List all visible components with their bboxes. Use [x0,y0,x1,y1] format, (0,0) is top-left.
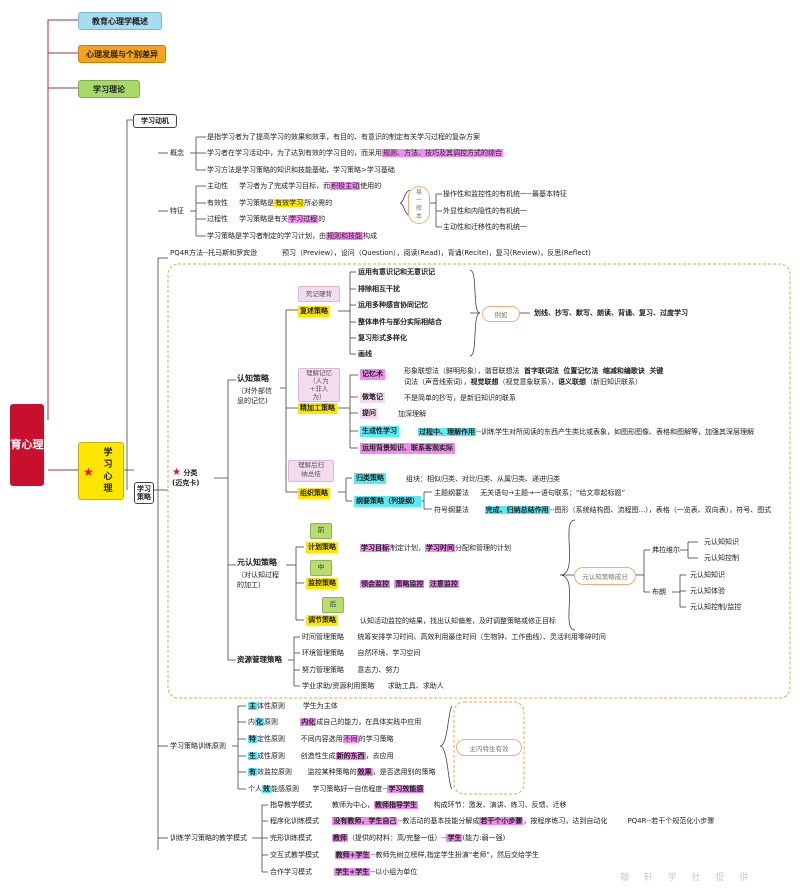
phase-before: 前 [310,523,332,539]
outline-row2: 符号纲要法 完成、归纳总结作用--图形（系统结构图、流程图...），表格（一览表… [434,506,772,514]
brown-item-2: 元认知体验 [690,587,725,595]
flavell: 弗拉维尔 [652,546,680,554]
plan-strategy[interactable]: 计划策略 [306,542,338,553]
pq4r-steps: 预习（Preview），设问（Question），阅读(Read)，背诵(Rec… [282,249,591,257]
model-1: 指导教学模式 教师为中心，教师指导学生 构成环节：激发、演讲、练习、反馈、迁移 [270,801,567,809]
resource-row2: 环境管理策略 自然环境、学习空间 [302,649,421,657]
feature-side2: 外显性和内隐性的有机统一 [443,207,527,215]
model-4: 交互式教学模式 教师+学生--教师先树立榜样,指定学生扮演“老师”，然后交给学生 [270,851,539,859]
monitor-strategy[interactable]: 监控策略 [306,578,338,589]
brown-item-1: 元认知知识 [690,571,725,579]
phase-after: 后 [322,597,344,613]
watermark: 翰 轩 学 社 提 供 [620,873,755,883]
resource-row3: 努力管理策略 意志力、努力 [302,666,400,674]
pq4r-label: PQ4R方法--托马斯和罗宾逊 [170,249,258,257]
rehearsal-strategy[interactable]: 复述策略 [298,306,330,317]
mnemonic-tag[interactable]: 记忆术 [360,369,385,380]
model-3: 完形训练模式 教师（提供的材料：高/完整一低）--学生(能力:弱一强) [270,834,506,842]
node-overview[interactable]: 教育心理学概述 [78,12,162,30]
feature-oval: 易 一 般 本 [408,186,430,224]
monitor-text: 领会监控 策略监控 注意监控 [360,580,459,588]
ask-text: 加深理解 [398,410,426,418]
ask-tag[interactable]: 提问 [360,408,378,419]
concept-line3: 学习方法是学习策略的知识和技能基础，学习策略>学习基础 [207,166,395,174]
resource-row4: 学业求助/资源利用策略 求助工具、求助人 [302,682,444,690]
phase-during: 中 [310,560,332,576]
elaboration-box: 理解记忆 （人为 +非人 为） [298,368,340,402]
outline-strategy[interactable]: 纲要策略（列提纲） [354,496,421,507]
outline-row1: 主题纲要法 无关语句→主题→一语句联系；“给文章起标题” [434,489,626,497]
organize-strategy[interactable]: 组织策略 [298,488,330,499]
node-learning-theory[interactable]: 学习理论 [78,80,140,98]
feature-row3: 过程性 学习策略是有关学习过程的 [207,215,326,223]
elaboration-strategy[interactable]: 精加工策略 [298,403,337,414]
brown: 布朗 [652,588,666,596]
plan-text: 学习目标制定计划，学习时间分配和管理的计划 [360,544,511,552]
meta-sub: （对认知过程 的加工） [237,571,279,589]
teaching-label: 训练学习策略的教学模式 [170,834,247,842]
model-5: 合作学习模式 学生+学生--以小组为单位 [270,868,418,876]
example-text: 划线、抄写、默写、朗读、背诵、复习、过度学习 [534,309,688,317]
principle-1: 主体性原则 学生为主体 [248,702,338,710]
feature-row1: 主动性 学习者为了完成学习目标，而积极主动使用的 [207,182,382,190]
node-development[interactable]: 心理发展与个别差异 [78,45,166,63]
generative-text: 过程中、理解作用--训练学生对所阅读的东西产生类比或表象，如图形图像、表格和图解… [418,428,755,436]
root-node[interactable]: 教育心理学 [0,404,55,486]
feature-label: 特征 [170,207,184,215]
rehearsal-item-6: 画线 [358,350,372,358]
principle-5: 有效监控原则 监控某种策略的效果，是否选用别的策略 [248,768,436,776]
star-icon: ★ [83,465,94,479]
classify-strategy[interactable]: 归类策略 [354,473,386,484]
regulate-text: 认知活动监控的结果，找出认知偏差，及时调整策略或修正目标 [360,617,556,625]
feature-side1: 操作性和监控性的有机统一--最基本特征 [443,190,568,198]
concept-line1: 是指学习者为了提高学习的效果和效率，有目的、有意识的制定有关学习过程的复杂方案 [207,133,480,141]
regulate-strategy[interactable]: 调节策略 [306,615,338,626]
cognitive-label: 认知策略 [237,374,269,383]
rehearsal-item-4: 整体串件与部分实际相结合 [358,318,442,326]
concept-line2: 学习者在学习活动中，为了达到有效的学习目的，而采用规则、方法、技巧及其调控方式的… [207,149,503,157]
rehearsal-item-3: 运用多种感官协同记忆 [358,301,428,309]
center-title: 学习心理 [103,448,113,494]
generative-tag[interactable]: 生成性学习 [360,426,399,437]
mnemonic-line2: 词法（声音线索词），视觉联想（视觉意象联系），语义联想（新旧知识联系） [404,378,642,386]
star-icon: ★ [172,467,181,478]
principle-2: 内化原则 内化成自己的能力，在具体实践中应用 [248,718,422,726]
principle-4: 生成性原则 创造性生成新的东西，去应用 [248,752,394,760]
meta-components-oval: 元认知策略成分 [574,567,636,585]
model-2: 程序化训练模式 没有教师，学生自己--教活动的基本技能分解成若干个小步骤，按程序… [270,817,715,825]
node-learning-psychology[interactable]: ★ 学习心理 [78,442,124,500]
classify-label: ★ 分类 (迈克卡) [172,467,200,488]
organize-box: 理解后归 纳总结 [288,460,334,482]
note-tag[interactable]: 做笔记 [360,392,385,403]
rehearsal-item-1: 运用有意识记和无意识记 [358,268,435,276]
feature-side3: 主动性和迁移性的有机统一 [443,223,527,231]
rehearsal-item-2: 排除相互干扰 [358,285,400,293]
feature-row4: 学习策略是学习者制定的学习计划，由规则和技能构成 [207,232,377,240]
meta-label: 元认知策略 [237,558,277,567]
flavell-item-2: 元认知控制 [704,554,739,562]
resource-row1: 时间管理策略 统筹安排学习时间、高效利用最佳时间（生物钟、工作曲线）、灵活利用零… [302,633,606,641]
brown-item-3: 元认知控制/监控 [690,603,742,611]
rote-box: 死记硬背 [298,286,340,302]
rehearsal-item-5: 复习形式多样化 [358,334,407,342]
resource-label: 资源管理策略 [237,655,282,664]
mnemonic-line1: 形象联想法（鲜明形象），谐音联想法 首字联词法 位置记忆法 缩减和编歌诀 关键 [404,367,664,375]
principle-3: 特定性原则 不同内容选用不同的学习策略 [248,735,394,743]
node-motive[interactable]: 学习动机 [133,114,177,128]
concept-label: 概念 [170,149,184,157]
training-label: 学习策略训练原则 [170,742,226,750]
node-strategy[interactable]: 学习策略 [134,482,154,504]
background-tag[interactable]: 运用背景知识、联系客观实际 [360,443,455,454]
cognitive-sub: （对外部信 息的记忆) [237,387,272,405]
flavell-item-1: 元认知知识 [704,538,739,546]
principle-6: 个人效能感原则 学习策略好一自信程度--学习效能感 [248,785,425,793]
example-oval: 例如 [482,306,520,322]
classify-text: 组块：相似归类、对比归类、从属归类、递进归类 [406,475,560,483]
feature-row2: 有效性 学习策略是有效学习所必需的 [207,199,333,207]
training-oval: 主内特生有效 [456,739,522,756]
note-text: 不是简单的抄写，是新旧知识的联系 [404,394,516,402]
